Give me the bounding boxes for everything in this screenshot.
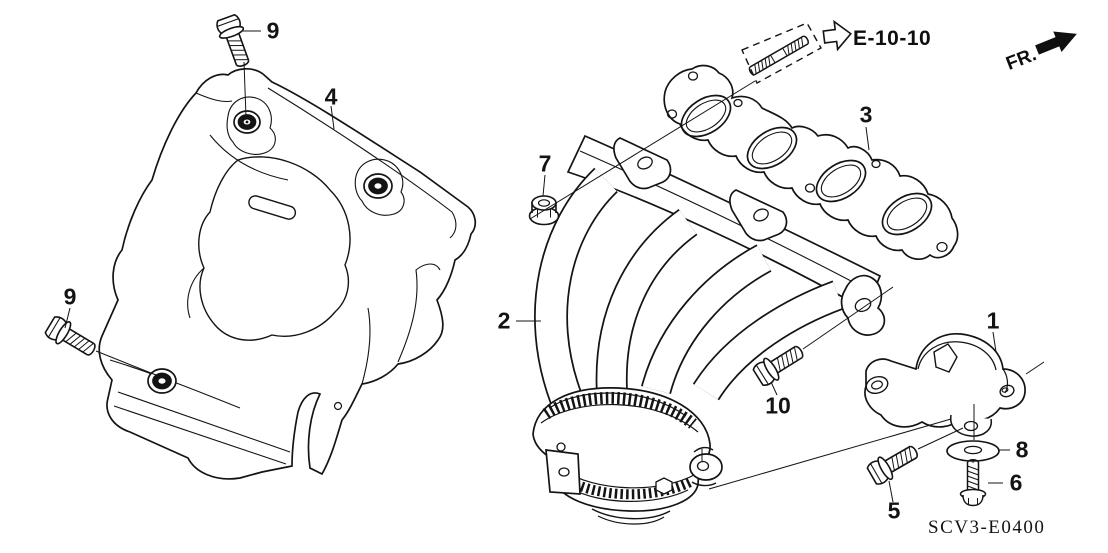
callout-part-3[interactable]: 3 <box>859 101 873 128</box>
exhaust-manifold <box>533 136 884 524</box>
callout-part-9-top[interactable]: 9 <box>266 17 280 44</box>
flange-bolt-6 <box>961 460 986 506</box>
shield-grommet-top <box>234 111 260 133</box>
stud-bolt <box>748 35 810 77</box>
callout-part-10[interactable]: 10 <box>765 392 791 419</box>
reference-arrow-icon <box>822 20 852 51</box>
flange-bolt-9-top <box>213 12 257 71</box>
callout-part-7[interactable]: 7 <box>538 150 552 177</box>
manifold-stay-bracket <box>864 334 1025 436</box>
callout-part-2[interactable]: 2 <box>497 307 511 334</box>
manifold-stud-tabs <box>614 138 787 241</box>
gasket-bolt-holes <box>668 72 948 252</box>
gasket-ports <box>674 87 939 243</box>
callout-part-6[interactable]: 6 <box>1009 469 1023 496</box>
shield-grommet-bottom <box>148 369 176 393</box>
heat-shield-cover <box>99 69 475 479</box>
shield-grommet-right <box>364 174 392 198</box>
manifold-runners <box>551 180 838 398</box>
callout-part-4[interactable]: 4 <box>324 83 338 110</box>
callout-part-9-left[interactable]: 9 <box>63 283 77 310</box>
front-direction-arrow-icon <box>1035 31 1077 55</box>
reference-link-e-10-10[interactable]: E-10-10 <box>853 27 932 50</box>
leader-lines <box>65 31 1044 502</box>
washer-8 <box>947 441 999 461</box>
manifold-gasket <box>664 66 957 260</box>
flange-bolt-9-left <box>42 313 101 363</box>
callout-part-1[interactable]: 1 <box>986 307 1000 334</box>
flange-bolt-5 <box>864 439 923 488</box>
stud-reference-group <box>742 20 853 83</box>
callout-part-5[interactable]: 5 <box>887 497 901 524</box>
callout-part-8[interactable]: 8 <box>1015 436 1029 463</box>
manifold-collector <box>533 388 722 524</box>
diagram-code: SCV3-E0400 <box>928 517 1046 538</box>
dashed-callout-box <box>742 23 821 83</box>
flange-nut-7 <box>530 196 559 225</box>
